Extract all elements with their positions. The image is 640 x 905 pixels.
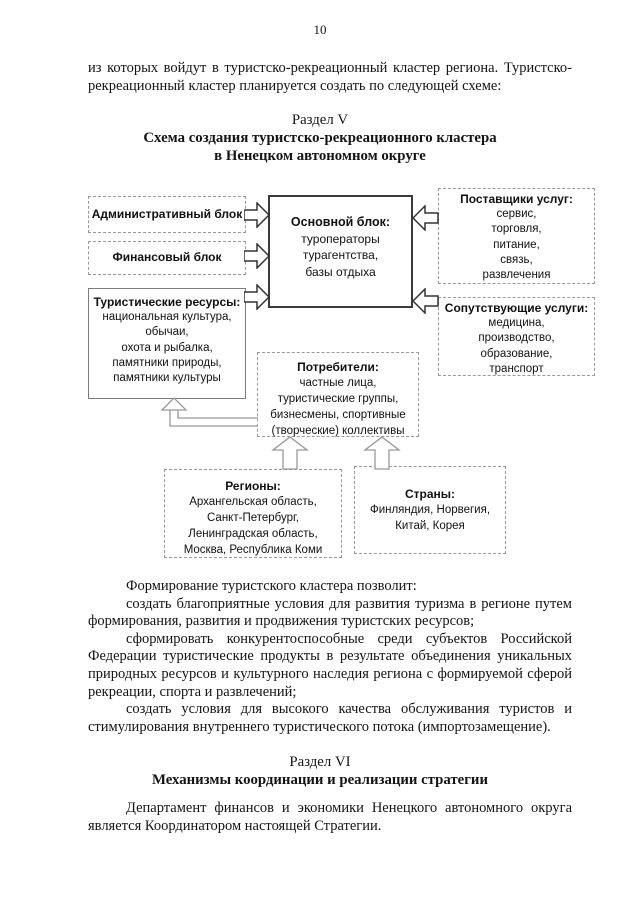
diagram-box-items: частные лица, туристические группы, бизн… bbox=[270, 377, 406, 437]
diagram-box-items: сервис, торговля, питание, связь, развле… bbox=[482, 208, 551, 282]
paragraph: Формирование туристского кластера позвол… bbox=[126, 578, 417, 594]
diagram-box-title: Страны: bbox=[404, 487, 456, 501]
diagram-box-related-services: Сопутствующие услуги: медицина, производ… bbox=[438, 297, 595, 376]
diagram-box-finance: Финансовый блок bbox=[88, 241, 246, 275]
block-arrow-up-icon bbox=[271, 436, 309, 470]
diagram-box-items: медицина, производство, образование, тра… bbox=[478, 317, 555, 375]
block-arrow-right-icon bbox=[244, 202, 270, 228]
diagram-box-items: Финляндия, Норвегия, Китай, Корея bbox=[369, 504, 491, 532]
diagram-box-administrative: Административный блок bbox=[88, 196, 246, 233]
paragraph: создать условия для высокого качества об… bbox=[88, 701, 572, 735]
paragraph: Департамент финансов и экономики Ненецко… bbox=[88, 800, 572, 834]
diagram-box-items: туроператоры турагентства, базы отдыха bbox=[301, 231, 380, 279]
paragraph: сформировать конкурентоспособные среди с… bbox=[88, 630, 572, 700]
diagram-box-title: Регионы: bbox=[225, 479, 281, 493]
section-v-title: Схема создания туристско-рекреационного … bbox=[143, 130, 497, 164]
diagram-box-regions: Регионы: Архангельская область, Санкт-Пе… bbox=[164, 469, 342, 558]
diagram-box-title: Административный блок bbox=[91, 206, 243, 221]
diagram-box-main: Основной блок: туроператоры турагентства… bbox=[268, 195, 413, 308]
diagram-box-title: Сопутствующие услуги: bbox=[444, 301, 589, 315]
body-paragraphs: Формирование туристского кластера позвол… bbox=[88, 578, 572, 736]
diagram-box-title: Финансовый блок bbox=[112, 250, 222, 265]
elbow-arrow-up-icon bbox=[160, 397, 258, 427]
block-arrow-up-icon bbox=[363, 436, 401, 470]
diagram-box-title: Основной блок: bbox=[290, 215, 391, 229]
section-vi-label: Раздел VI bbox=[289, 754, 351, 770]
section-vi-title: Механизмы координации и реализации страт… bbox=[151, 772, 488, 788]
diagram-box-tourist-resources: Туристические ресурсы: национальная куль… bbox=[88, 288, 246, 399]
diagram-box-countries: Страны: Финляндия, Норвегия, Китай, Коре… bbox=[354, 466, 506, 554]
section-v-heading: Раздел V Схема создания туристско-рекреа… bbox=[70, 111, 570, 165]
intro-paragraph: из которых войдут в туристско-рекреацион… bbox=[88, 60, 572, 94]
diagram-box-items: Архангельская область, Санкт-Петербург, … bbox=[183, 496, 323, 556]
diagram-box-items: национальная культура, обычаи, охота и р… bbox=[102, 311, 232, 385]
paragraph: создать благоприятные условия для развит… bbox=[88, 595, 572, 630]
block-arrow-left-icon bbox=[412, 288, 439, 314]
closing-paragraph: Департамент финансов и экономики Ненецко… bbox=[88, 800, 572, 835]
diagram-box-title: Поставщики услуг: bbox=[460, 192, 573, 206]
section-v-label: Раздел V bbox=[291, 112, 349, 128]
diagram-box-service-suppliers: Поставщики услуг: сервис, торговля, пита… bbox=[438, 188, 595, 284]
block-arrow-left-icon bbox=[412, 205, 439, 231]
page-number: 10 bbox=[313, 22, 327, 37]
block-arrow-right-icon bbox=[244, 284, 270, 310]
block-arrow-right-icon bbox=[244, 243, 270, 269]
section-vi-heading: Раздел VI Механизмы координации и реализ… bbox=[70, 753, 570, 789]
diagram-box-consumers: Потребители: частные лица, туристические… bbox=[257, 352, 419, 437]
diagram-box-title: Туристические ресурсы: bbox=[93, 295, 241, 309]
diagram-box-title: Потребители: bbox=[297, 360, 379, 374]
